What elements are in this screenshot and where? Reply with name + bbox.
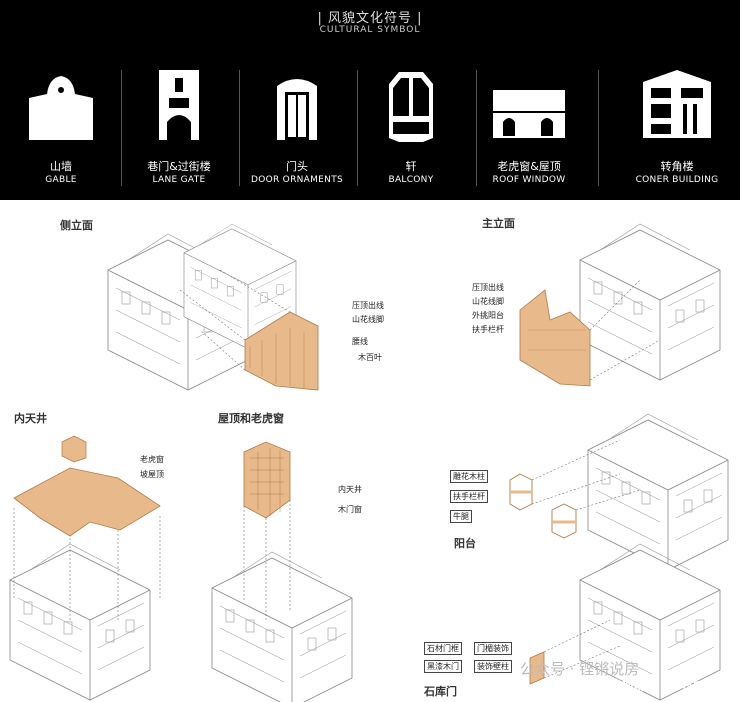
diagram-label: 坡屋顶: [140, 470, 164, 479]
divider: [598, 70, 599, 186]
diagram-label: 内天井: [338, 485, 362, 494]
diagram-label: 装饰壁柱: [474, 660, 512, 673]
courtyard-drawing: [9, 435, 161, 701]
diagram-label: 牛腿: [450, 510, 472, 523]
diagram-label: 腰线: [352, 337, 368, 346]
symbol-en: CONER BUILDING: [635, 175, 719, 185]
balcony-drawing: [509, 413, 729, 571]
corner-building-icon: [643, 70, 711, 138]
symbol-cn: 转角楼: [660, 160, 694, 173]
symbol-band: | 风貌文化符号 | CULTURAL SYMBOL 山墙 GABLE 巷门&过…: [0, 0, 740, 200]
balcony-icon: [389, 72, 433, 142]
diagram-label: 扶手栏杆: [472, 325, 504, 334]
diagram-label: 黑漆木门: [424, 660, 462, 673]
courtyard-title: 内天井: [14, 412, 47, 425]
divider: [121, 70, 122, 186]
door-icon: [277, 79, 317, 140]
symbol-cn: 门头: [286, 160, 308, 173]
symbol-cn: 老虎窗&屋顶: [497, 160, 561, 173]
main-elevation-title: 主立面: [482, 217, 515, 230]
symbol-gable: 山墙 GABLE: [2, 62, 120, 188]
symbol-cn: 轩: [405, 160, 417, 173]
diagram-label: 外挑阳台: [472, 311, 504, 320]
symbol-cn: 山墙: [50, 160, 72, 173]
shikumen-title: 石库门: [424, 685, 457, 698]
diagram-label: 山花线脚: [352, 315, 384, 324]
symbol-corner-building: 转角楼 CONER BUILDING: [618, 62, 736, 188]
roof-window-icon: [493, 90, 565, 138]
roof-window-title: 屋顶和老虎窗: [218, 412, 284, 425]
watermark: 公众号 · 铿锵说房: [520, 660, 640, 678]
header-subtitle: CULTURAL SYMBOL: [319, 25, 421, 35]
symbol-balcony: 轩 BALCONY: [352, 62, 470, 188]
side-elevation-title: 侧立面: [60, 219, 93, 232]
main-elevation-drawing: [519, 223, 721, 387]
header-title: | 风貌文化符号 |: [317, 11, 423, 26]
divider: [239, 70, 240, 186]
balcony-title: 阳台: [454, 537, 476, 550]
roof-window-drawing: [211, 441, 353, 702]
gable-icon: [29, 76, 93, 140]
diagram-label: 扶手栏杆: [450, 490, 488, 503]
symbol-en: GABLE: [45, 175, 77, 185]
watermark-sohu: 搜狐号@搜狐黑点天门站: [556, 679, 700, 694]
symbol-en: LANE GATE: [152, 175, 206, 185]
symbol-en: BALCONY: [388, 175, 434, 185]
diagram-label: 石材门框: [424, 642, 462, 655]
side-elevation-drawing: [107, 223, 319, 391]
symbol-en: ROOF WINDOW: [492, 175, 566, 185]
diagram-label: 老虎窗: [140, 455, 164, 464]
divider: [476, 70, 477, 186]
diagram-label: 雕花木柱: [450, 470, 488, 483]
symbol-door: 门头 DOOR ORNAMENTS: [238, 62, 356, 188]
symbol-roof-window: 老虎窗&屋顶 ROOF WINDOW: [470, 62, 588, 188]
building-diagrams: [9, 223, 729, 702]
symbol-cn: 巷门&过街楼: [147, 160, 211, 173]
diagram-label: 山花线脚: [472, 297, 504, 306]
diagram-label: 木百叶: [358, 353, 382, 362]
shikumen-drawing: [529, 543, 721, 701]
diagram-label: 门楣装饰: [474, 642, 512, 655]
symbol-en: DOOR ORNAMENTS: [250, 175, 344, 185]
diagram-label: 压顶出线: [472, 283, 504, 292]
diagram-label: 压顶出线: [352, 301, 384, 310]
diagram-label: 木门窗: [338, 505, 362, 514]
symbol-lane-gate: 巷门&过街楼 LANE GATE: [120, 62, 238, 188]
divider: [357, 70, 358, 186]
lane-gate-icon: [159, 70, 199, 140]
